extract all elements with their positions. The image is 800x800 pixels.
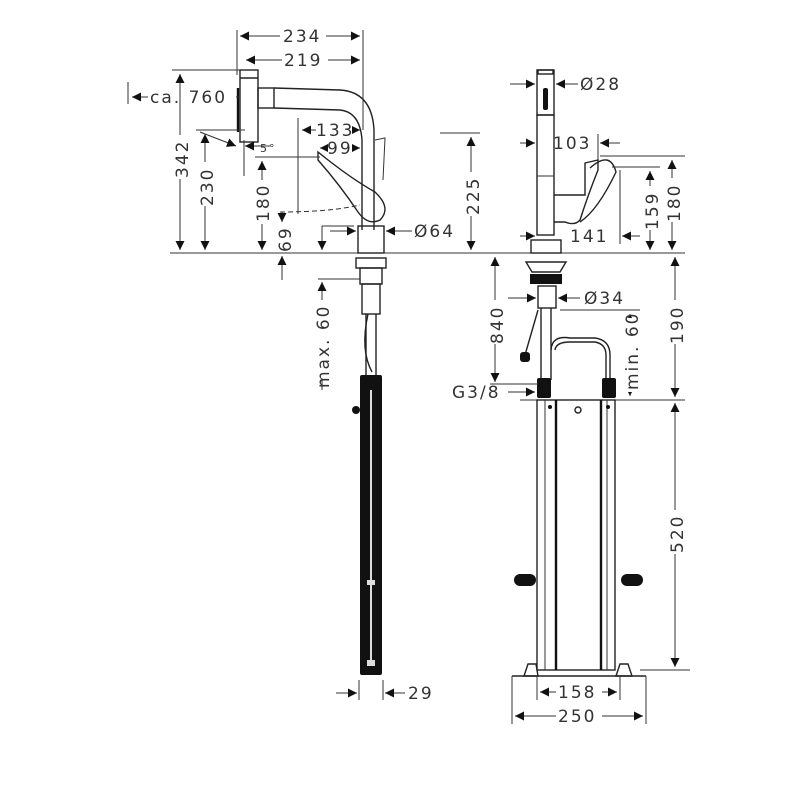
installation-box bbox=[512, 399, 685, 677]
dim-190: 190 bbox=[668, 306, 688, 344]
dim-max-60: max. 60 bbox=[314, 305, 334, 388]
mounting-clip-right bbox=[621, 574, 643, 586]
faucet-base bbox=[357, 225, 385, 254]
dim-min-60: min. 60 bbox=[623, 312, 643, 391]
dim-d34: Ø34 bbox=[584, 289, 625, 309]
dim-219: 219 bbox=[284, 51, 322, 71]
dim-234: 234 bbox=[283, 27, 321, 47]
dim-225: 225 bbox=[464, 177, 484, 215]
dim-g3-8: G3/8 bbox=[452, 383, 501, 403]
lever-right bbox=[374, 137, 386, 181]
spray-head bbox=[236, 69, 275, 143]
column bbox=[536, 114, 555, 236]
dim-180: 180 bbox=[254, 184, 274, 222]
dim-d28: Ø28 bbox=[580, 75, 621, 95]
dim-158: 158 bbox=[558, 683, 596, 703]
lever-side bbox=[554, 159, 599, 225]
dim-29: 29 bbox=[408, 684, 434, 704]
dim-angle: 5° bbox=[260, 142, 277, 155]
dim-69: 69 bbox=[276, 226, 296, 252]
lever-swing-arc bbox=[279, 204, 361, 213]
lever-handle bbox=[317, 150, 386, 223]
dim-840: 840 bbox=[488, 306, 508, 344]
dim-342: 342 bbox=[173, 140, 193, 178]
dim-133: 133 bbox=[316, 121, 354, 141]
mounting-clip-left bbox=[514, 574, 536, 586]
spout-inner bbox=[273, 107, 363, 230]
dim-d64: Ø64 bbox=[414, 222, 455, 242]
dim-141: 141 bbox=[570, 227, 608, 247]
right-faucet-view: Ø28 103 225 159 180 141 Ø34 840 min. 60 bbox=[440, 69, 690, 727]
dim-520: 520 bbox=[668, 515, 688, 553]
dim-103: 103 bbox=[553, 134, 591, 154]
dim-180-right: 180 bbox=[665, 184, 685, 222]
dim-250: 250 bbox=[558, 707, 596, 727]
dim-159: 159 bbox=[643, 192, 663, 230]
dim-230: 230 bbox=[198, 168, 218, 206]
dim-ca-760: ca. 760 bbox=[150, 88, 227, 108]
spout-outer bbox=[273, 87, 375, 230]
dim-99: 99 bbox=[327, 139, 353, 159]
left-faucet-view: 234 219 ca. 760 342 230 5° 133 99 180 bbox=[127, 26, 480, 704]
